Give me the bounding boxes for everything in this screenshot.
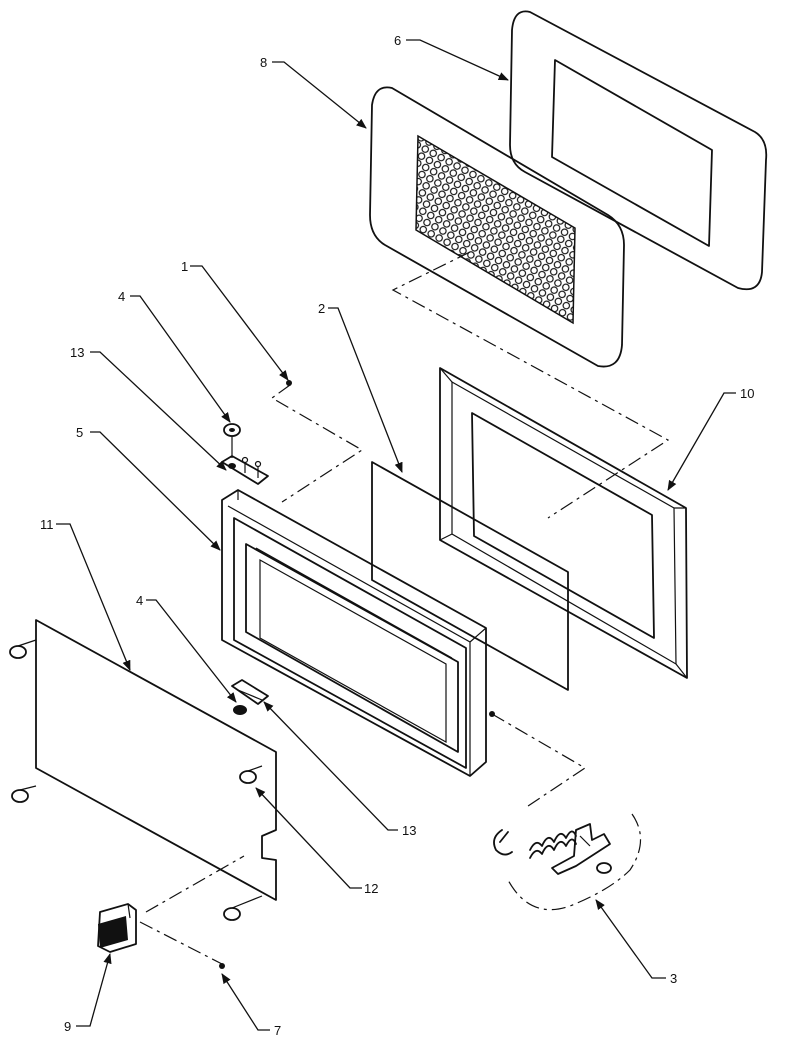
hinge-bracket-lower-part-13 bbox=[231, 679, 269, 705]
callout-13-lower: 13 bbox=[402, 823, 416, 838]
callout-2: 2 bbox=[318, 301, 325, 316]
callout-9: 9 bbox=[64, 1019, 71, 1034]
callout-6: 6 bbox=[394, 33, 401, 48]
hinge-bracket-upper-part-13 bbox=[221, 455, 269, 485]
callout-11: 11 bbox=[40, 517, 54, 532]
callout-4-lower: 4 bbox=[136, 593, 143, 608]
callout-3: 3 bbox=[670, 971, 677, 986]
alignment-line-7 bbox=[139, 921, 223, 965]
latch-assembly-part-3 bbox=[489, 711, 642, 911]
alignment-line-8-10 bbox=[391, 251, 670, 519]
door-frame-part-5 bbox=[221, 489, 487, 777]
window-panel-part-6 bbox=[509, 10, 768, 291]
washer-lower-part-4 bbox=[233, 705, 247, 715]
screw-part-1 bbox=[286, 380, 292, 386]
spring-icon bbox=[529, 830, 577, 859]
callout-8: 8 bbox=[260, 55, 267, 70]
callout-13-upper: 13 bbox=[70, 345, 84, 360]
latch-part-9 bbox=[97, 903, 137, 953]
callout-7: 7 bbox=[274, 1023, 281, 1038]
callout-10: 10 bbox=[740, 386, 754, 401]
alignment-line-9 bbox=[145, 855, 245, 913]
callout-5: 5 bbox=[76, 425, 83, 440]
washer-upper-part-4 bbox=[223, 423, 241, 458]
callout-leaders bbox=[56, 39, 736, 1031]
screw-part-7 bbox=[219, 963, 225, 969]
callout-1: 1 bbox=[181, 259, 188, 274]
inner-frame-part-10 bbox=[439, 367, 688, 679]
callout-4-upper: 4 bbox=[118, 289, 125, 304]
alignment-line-1 bbox=[270, 384, 364, 503]
callout-labels: 6 8 1 4 13 5 2 10 11 4 13 12 3 7 9 bbox=[40, 33, 754, 1038]
sheet-part-2 bbox=[371, 461, 569, 691]
callout-12: 12 bbox=[364, 881, 378, 896]
mesh-screen-part-8 bbox=[369, 86, 625, 368]
outer-sheet-part-11 bbox=[9, 619, 277, 921]
